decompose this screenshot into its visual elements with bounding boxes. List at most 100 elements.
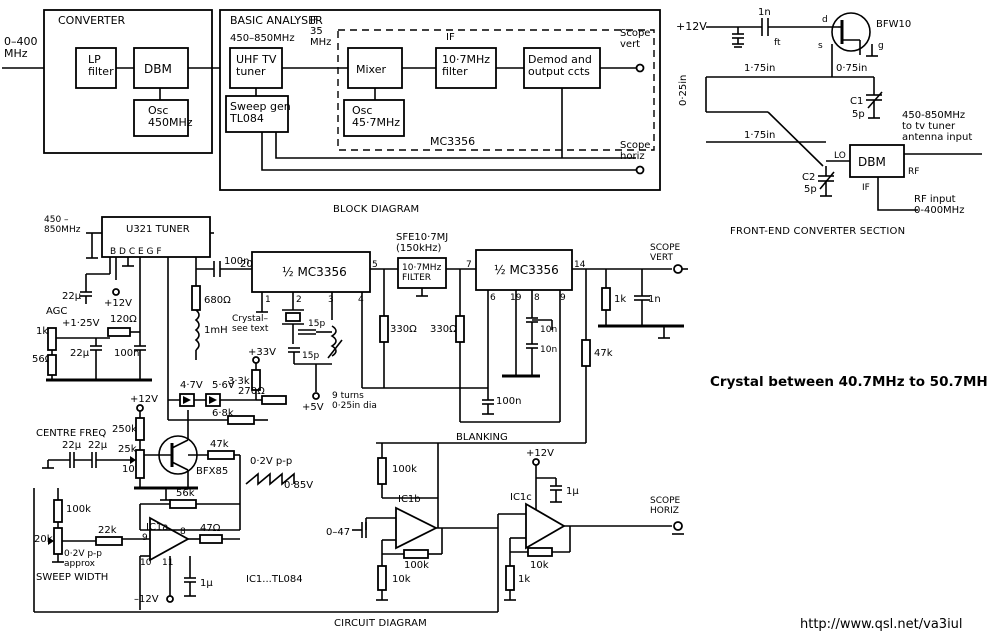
cd-c100n-a: 100n	[114, 348, 139, 359]
cd-wave-pp: 0·2V p-p	[250, 456, 292, 467]
fe-cap-1n: 1n	[758, 7, 771, 18]
fe-supply: +12V	[676, 20, 707, 33]
cd-r680: 680Ω	[204, 295, 231, 306]
cd-pin4: 4	[358, 295, 364, 305]
fe-rf: RF	[908, 167, 919, 177]
cd-pin9: 9	[560, 293, 566, 303]
cd-agc-v: +1·25V	[62, 318, 100, 329]
mc3356-b-label: ½ MC3356	[494, 263, 559, 277]
block-diagram-caption: BLOCK DIAGRAM	[333, 204, 419, 215]
if-sub-label: IF	[446, 32, 455, 43]
cd-r68k: 6·8k	[212, 408, 234, 419]
cd-wave-dc: 0·85V	[284, 480, 313, 491]
cd-c1u-a: 1μ	[200, 578, 213, 589]
analyser-range: 450–850MHz	[230, 33, 295, 44]
cd-bfx85: BFX85	[196, 466, 228, 477]
fe-pin-s: s	[818, 41, 823, 51]
cd-r120: 120Ω	[110, 314, 137, 325]
cd-pin7: 7	[466, 260, 472, 270]
cd-sweep-width: SWEEP WIDTH	[36, 572, 108, 583]
mc3356-a	[251, 251, 371, 293]
tuner-pins: B D C E G F	[110, 247, 162, 257]
osc-457-block	[343, 99, 405, 137]
fe-dim-175a: 1·75in	[744, 63, 775, 74]
circuit-diagram-caption: CIRCUIT DIAGRAM	[334, 618, 427, 629]
converter-title: CONVERTER	[58, 14, 126, 27]
analyser-box	[219, 9, 661, 191]
fe-dbm-block	[849, 144, 905, 178]
ic1b-opamp	[395, 506, 439, 550]
cd-r330-a: 330Ω	[390, 324, 417, 335]
cd-z47: 4·7V	[180, 380, 203, 391]
cd-r250k: 250k	[112, 424, 137, 435]
dbm-label: DBM	[144, 62, 172, 76]
cd-pin9b: 9	[142, 533, 148, 543]
cd-c100n-b: 100n	[224, 256, 249, 267]
cd-r100k-b: 100k	[392, 464, 417, 475]
tuner-block	[229, 47, 283, 89]
cd-l1mh: 1mH	[204, 325, 228, 336]
fe-lo: LO	[834, 151, 846, 161]
cd-pin3: 3	[328, 295, 334, 305]
fe-dim-025: 0·25in	[678, 75, 689, 106]
cd-r47k: 47k	[594, 348, 613, 359]
fe-pin-d: d	[822, 15, 828, 25]
cd-ic1b: IC1b	[398, 494, 421, 505]
sweep-block	[225, 95, 289, 133]
cd-pin10: 10	[140, 558, 152, 568]
cd-r330-b: 330Ω	[430, 324, 457, 335]
cd-ic1c: IC1c	[510, 492, 532, 503]
cd-pin5: 5	[372, 260, 378, 270]
circuit-diagram: 450 –850MHz U321 TUNER B D C E G F AGC 2…	[32, 215, 688, 629]
cd-c1u-b: 1μ	[566, 486, 579, 497]
mc3356-a-label: ½ MC3356	[282, 265, 347, 279]
cd-input-range: 450 –850MHz	[44, 215, 81, 235]
fe-c1-val: 5p	[852, 109, 865, 120]
cd-c15p-a: 15p	[308, 319, 325, 329]
cd-plus12-b: +12V	[130, 394, 158, 405]
cd-r1k-c: 1k	[518, 574, 530, 585]
ic1c-opamp	[525, 502, 566, 550]
cd-pin11: 11	[162, 558, 173, 568]
cd-plus33: +33V	[248, 347, 276, 358]
cd-plus5: +5V	[302, 402, 324, 413]
mc3356-label: MC3356	[430, 135, 475, 148]
cd-r10k-b: 10k	[530, 560, 549, 571]
front-end-caption: FRONT-END CONVERTER SECTION	[730, 226, 905, 237]
cd-ic1a: IC1a	[146, 522, 168, 533]
cd-r1k-b: 1k	[614, 294, 626, 305]
agc-label: AGC	[46, 306, 67, 317]
cd-r22k: 22k	[98, 525, 117, 536]
cd-r20k: 20k	[34, 534, 53, 545]
front-end-section: +12V 1n ft BFW10 d s g 1·75in 0·75in 0·2…	[676, 7, 982, 237]
cd-pin6: 6	[490, 293, 496, 303]
cd-z56: 5·6V	[212, 380, 235, 391]
u321-tuner	[101, 216, 211, 258]
cd-c047: 0–47	[326, 527, 350, 538]
cd-c10n-b: 10n	[540, 345, 557, 355]
mixer-label: Mixer	[356, 63, 386, 76]
fe-pin-g: g	[878, 41, 884, 51]
fe-transistor: BFW10	[876, 19, 911, 30]
cd-c22u-b: 22μ	[70, 348, 90, 359]
cd-c22u-a: 22μ	[62, 291, 82, 302]
fe-if: IF	[862, 183, 870, 193]
cd-minus12: –12V	[134, 594, 159, 605]
cd-c22u-c: 22μ	[62, 440, 82, 451]
cd-r56k: 56k	[176, 488, 195, 499]
cd-pin8: 8	[534, 293, 540, 303]
cd-c10n-a: 10n	[540, 325, 557, 335]
cd-pin14: 14	[574, 260, 586, 270]
cd-r10t: 10t	[122, 464, 139, 475]
